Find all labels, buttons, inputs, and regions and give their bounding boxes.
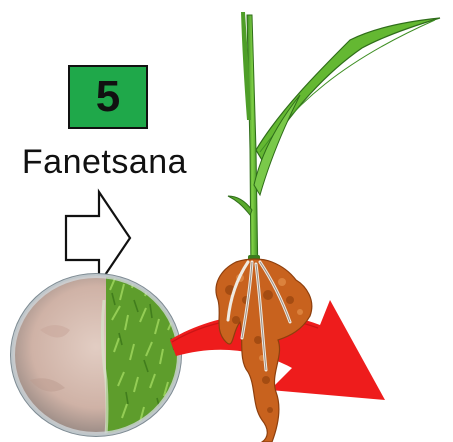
rice-plant-illustration [228,12,440,280]
arrow-right-outline-icon [66,192,130,284]
step-number-badge: 5 [68,65,148,129]
step-number: 5 [96,75,120,119]
step-label: Fanetsana [2,143,207,182]
seedling-tray-image [10,270,196,440]
